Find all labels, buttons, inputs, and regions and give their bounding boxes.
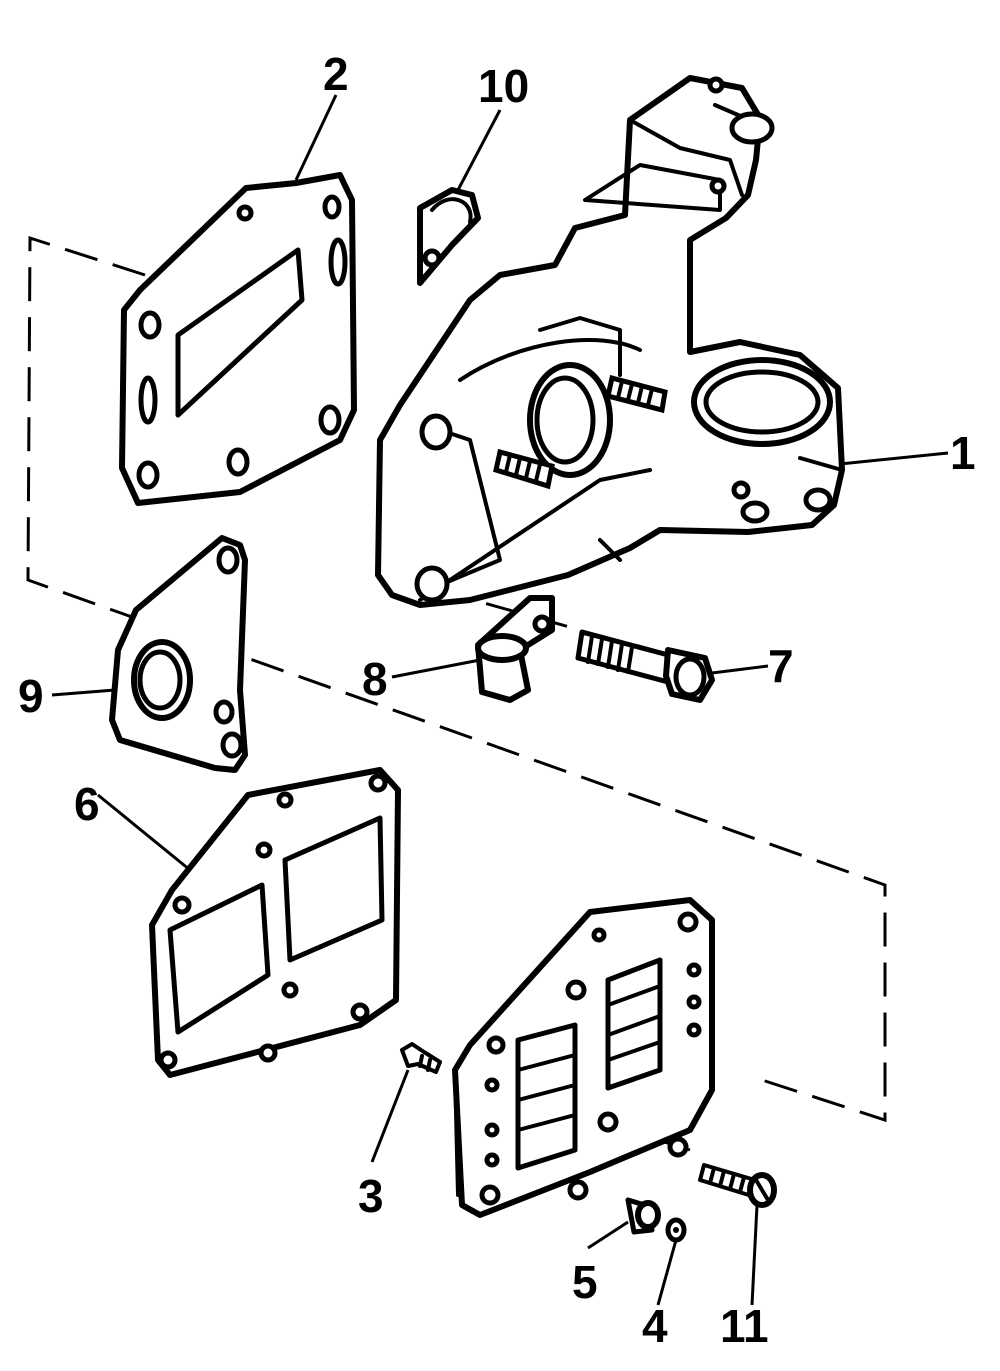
part-7-bolt — [575, 629, 715, 703]
reed-plate-assembly — [452, 897, 715, 1218]
callout-10: 10 — [478, 60, 529, 112]
callout-5: 5 — [572, 1256, 598, 1308]
callout-9: 9 — [18, 670, 44, 722]
part-3-screw — [400, 1042, 442, 1074]
callout-11: 11 — [720, 1300, 769, 1352]
callout-labels: 1 2 3 4 5 6 7 8 9 10 11 — [18, 48, 976, 1352]
callout-6: 6 — [74, 778, 100, 830]
callout-8: 8 — [362, 653, 388, 705]
part-4-washer — [665, 1217, 687, 1243]
part-5-spacer — [625, 1197, 661, 1235]
callout-3: 3 — [358, 1170, 384, 1222]
callout-leaders — [51, 94, 949, 1306]
part-10-clip — [417, 187, 481, 286]
callout-2: 2 — [323, 48, 349, 100]
part-6-gasket — [149, 767, 401, 1078]
callout-1: 1 — [950, 427, 976, 479]
callout-4: 4 — [642, 1300, 668, 1352]
part-1-adapter-housing — [375, 75, 845, 608]
part-2-gasket — [119, 172, 357, 506]
part-8-clip — [475, 595, 555, 703]
callout-7: 7 — [768, 640, 794, 692]
part-11-screw — [698, 1163, 777, 1208]
part-9-plate — [109, 535, 248, 773]
